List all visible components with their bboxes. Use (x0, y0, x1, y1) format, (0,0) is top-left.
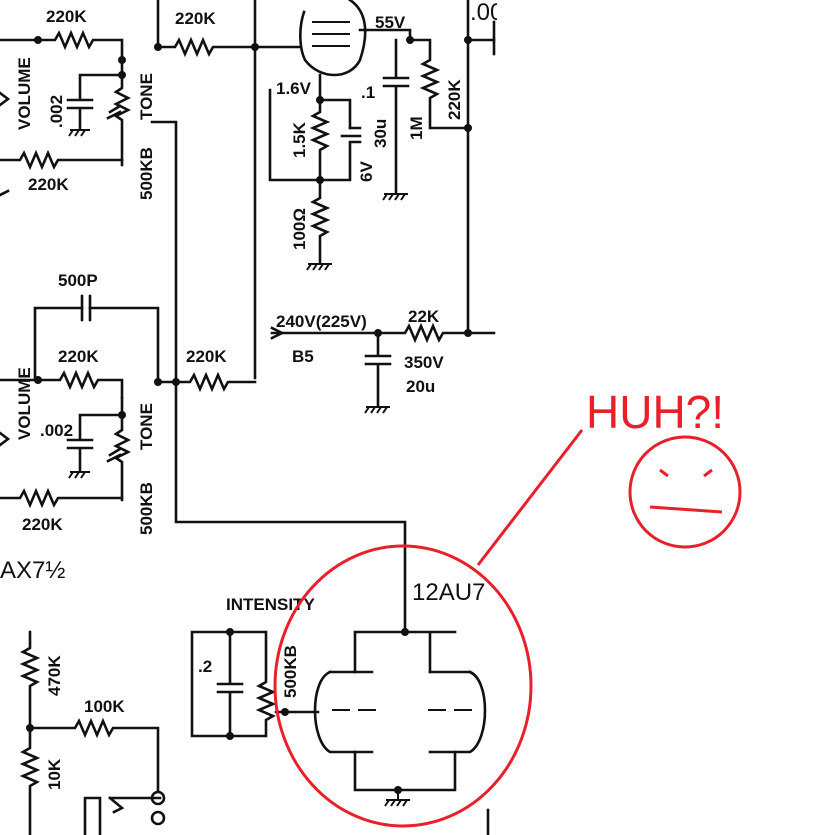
label-220k-top-lower: 220K (28, 175, 69, 194)
crop-mask (497, 0, 819, 835)
label-220k-top-mid: 220K (175, 9, 216, 28)
label-12ax7: AX7½ (0, 557, 65, 584)
bottom-channel (0, 294, 257, 509)
label-1-5k: 1.5K (290, 121, 309, 158)
label-b5: B5 (292, 347, 314, 366)
confused-face-features (649, 468, 723, 514)
red-annotation: HUH?! (273, 386, 742, 828)
label-470k: 470K (45, 655, 64, 696)
label-tone-bot: TONE (137, 403, 156, 450)
label-volume-bot: VOLUME (15, 367, 34, 440)
label-cap-1: .1 (361, 83, 375, 102)
label-22k: 22K (408, 307, 440, 326)
label-cap-2: .2 (198, 657, 212, 676)
label-1-6v: 1.6V (276, 79, 312, 98)
label-500kb-intensity: 500KB (281, 645, 300, 698)
label-supply-voltage: 240V(225V) (276, 312, 367, 331)
label-100k: 100K (84, 697, 125, 716)
label-20u: 20u (406, 377, 435, 396)
label-002-bot: .002 (40, 421, 73, 440)
label-500kb-bot: 500KB (137, 482, 156, 535)
label-tone-top: TONE (137, 73, 156, 120)
label-100-ohm: 100Ω (290, 208, 309, 250)
top-channel (0, 0, 496, 634)
annotation-text: HUH?! (586, 386, 724, 438)
power-supply (270, 322, 496, 414)
label-55v: 55V (375, 13, 406, 32)
label-220k-bot-mid: 220K (186, 347, 227, 366)
label-220k-bot-lower: 220K (22, 515, 63, 534)
label-intensity: INTENSITY (226, 595, 315, 614)
component-labels: 220K 220K VOLUME TONE .002 500KB 220K 1.… (0, 0, 503, 790)
label-12au7: 12AU7 (412, 579, 485, 606)
label-6v: 6V (357, 161, 376, 182)
label-volume-top: VOLUME (15, 57, 34, 130)
label-10k: 10K (45, 758, 64, 790)
highlight-circle (273, 544, 533, 828)
label-1m: 1M (407, 116, 426, 140)
label-220k-top-left: 220K (46, 7, 87, 26)
label-002-top: .002 (47, 95, 66, 128)
label-500p: 500P (58, 271, 98, 290)
label-220k-plate: 220K (445, 79, 464, 120)
label-500kb-top: 500KB (137, 147, 156, 200)
confused-face-icon (628, 435, 742, 549)
label-220k-bot-left: 220K (58, 347, 99, 366)
label-30u: 30u (371, 119, 390, 148)
label-350v: 350V (404, 353, 444, 372)
intensity-section (19, 628, 490, 835)
pointer-line (476, 429, 584, 566)
